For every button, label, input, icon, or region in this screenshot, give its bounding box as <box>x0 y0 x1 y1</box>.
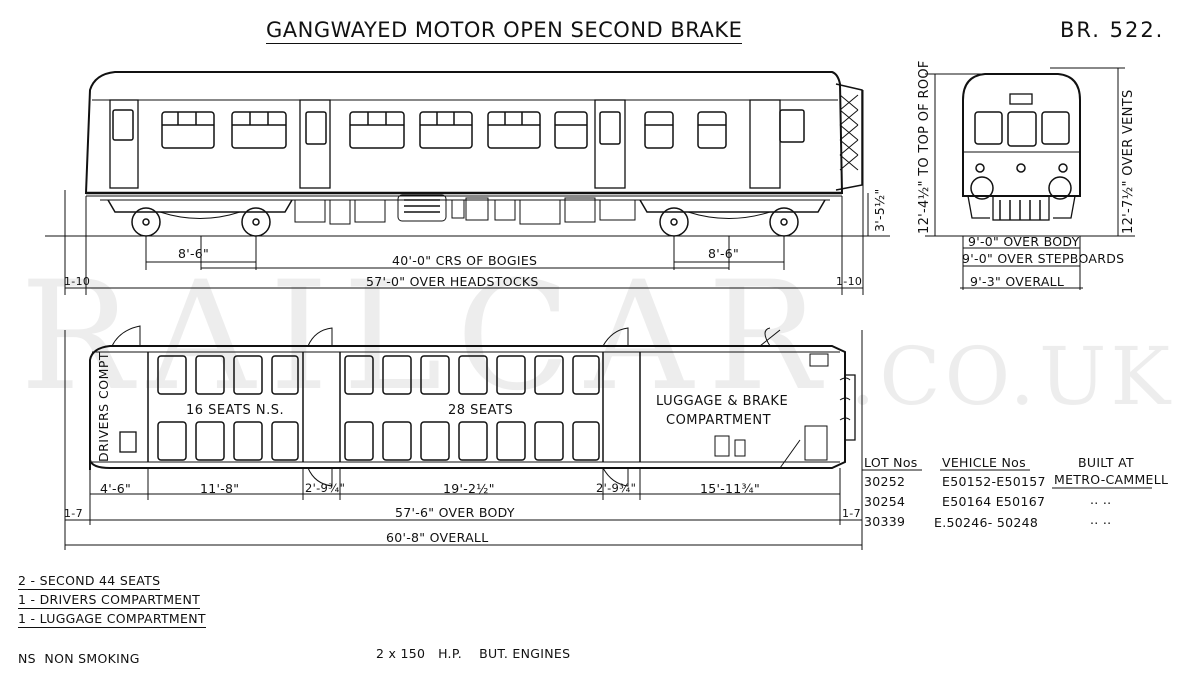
table-row: E50164 E50167 <box>942 494 1046 509</box>
diagram-reference: BR. 522. <box>1060 18 1165 42</box>
lot-table-lines <box>862 469 1152 489</box>
note-luggage-compartment: 1 - LUGGAGE COMPARTMENT <box>18 611 206 628</box>
dim-width-body: 9'-0" OVER BODY <box>968 234 1080 249</box>
dim-overhang-left: 1-10 <box>64 275 91 288</box>
watermark-suffix: .CO.UK <box>850 330 1175 423</box>
lot-header-lot: LOT Nos <box>864 455 918 470</box>
dim-height-vents: 12'-7½" OVER VENTS <box>1121 89 1136 235</box>
dim-floor-height: 3'-5½" <box>872 188 887 232</box>
table-row: E50152-E50157 <box>942 474 1046 489</box>
label-saloon-1: 16 SEATS N.S. <box>186 403 285 418</box>
table-row: 30339 <box>864 514 906 529</box>
dim-width-overall: 9'-3" OVERALL <box>970 274 1065 289</box>
watermark-main: RAILCAR <box>20 250 835 424</box>
label-saloon-2: 28 SEATS <box>448 403 514 418</box>
dim-saloon-1: 11'-8" <box>200 481 240 496</box>
label-drivers-compartment: DRIVERS COMPT <box>96 351 111 462</box>
dim-vestibule-2: 2'-9¾" <box>596 481 637 495</box>
dim-width-stepboards: 9'-0" OVER STEPBOARDS <box>962 251 1125 266</box>
dim-luggage: 15'-11¾" <box>700 481 761 496</box>
lot-header-built-line2: METRO-CAMMELL <box>1054 472 1169 487</box>
engines-note: 2 x 150 H.P. BUT. ENGINES <box>376 646 571 661</box>
dim-over-headstocks: 57'-0" OVER HEADSTOCKS <box>366 274 539 289</box>
plan-view <box>64 325 863 550</box>
dim-bogie-wheelbase-right: 8'-6" <box>708 246 740 261</box>
dim-bogie-wheelbase-left: 8'-6" <box>178 246 210 261</box>
dim-vestibule-1: 2'-9¾" <box>305 481 346 495</box>
dim-overhang-right: 1-10 <box>836 275 863 288</box>
dim-overall: 60'-8" OVERALL <box>386 530 489 545</box>
table-row: 30254 <box>864 494 906 509</box>
note-drivers-compartment: 1 - DRIVERS COMPARTMENT <box>18 592 201 609</box>
dim-end-left: 1-7 <box>64 507 83 520</box>
drawing-title: GANGWAYED MOTOR OPEN SECOND BRAKE <box>266 18 743 44</box>
dim-bogie-centres: 40'-0" CRS OF BOGIES <box>392 253 538 268</box>
table-row: E.50246- 50248 <box>934 515 1039 530</box>
lot-header-built: BUILT AT <box>1078 455 1134 470</box>
dim-drivers: 4'-6" <box>100 481 132 496</box>
table-row: 30252 <box>864 474 906 489</box>
lot-header-vehicle: VEHICLE Nos <box>942 455 1026 470</box>
dim-over-body: 57'-6" OVER BODY <box>395 505 515 520</box>
dim-end-right: 1-7 <box>842 507 861 520</box>
legend-non-smoking: NS NON SMOKING <box>18 651 140 666</box>
label-luggage-line1: LUGGAGE & BRAKE <box>656 394 789 409</box>
end-elevation <box>925 67 1135 290</box>
table-row: .. .. <box>1090 512 1112 527</box>
dim-saloon-2: 19'-2½" <box>443 481 495 496</box>
note-second-seats: 2 - SECOND 44 SEATS <box>18 573 161 590</box>
side-elevation <box>45 71 890 295</box>
dim-height-roof: 12'-4½" TO TOP OF ROOF <box>917 60 932 234</box>
table-row: .. .. <box>1090 492 1112 507</box>
label-luggage-line2: COMPARTMENT <box>666 413 772 428</box>
